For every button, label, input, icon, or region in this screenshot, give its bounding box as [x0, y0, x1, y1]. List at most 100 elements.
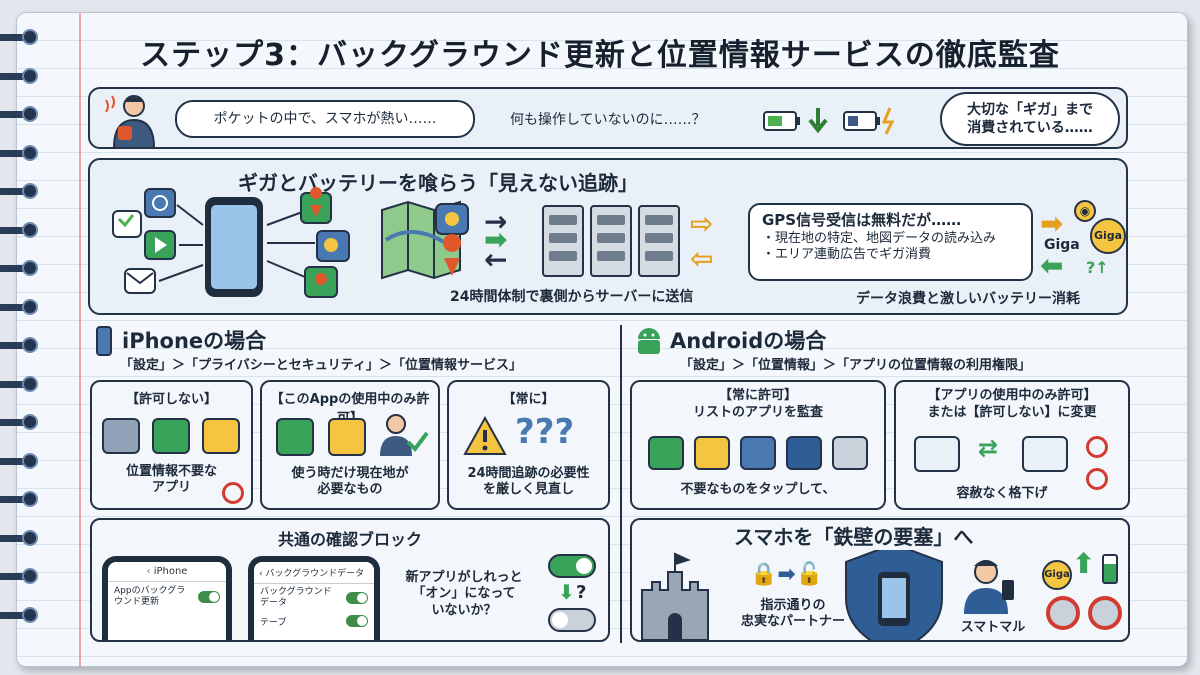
iphone-nav-title: iPhone — [153, 566, 188, 577]
card-deny-heading: 【許可しない】 — [125, 392, 217, 407]
android-mockup: ‹ バックグラウンドデータ バックグラウンド データ テーブ — [248, 556, 380, 640]
server-icon — [638, 205, 680, 277]
iphone-nav: ‹ iPhone — [108, 562, 226, 582]
receive-arrow-icon: ← — [484, 243, 508, 276]
new-app-question: 新アプリがしれっと 「オン」になって いないか？ — [405, 570, 523, 618]
giga-label: Giga — [1044, 237, 1080, 253]
question-marks-icon: ??? — [515, 412, 575, 452]
column-divider — [620, 325, 622, 643]
user-phone-icon — [964, 560, 1014, 614]
play-store-icon — [694, 436, 730, 470]
battery-drain-icons — [763, 107, 895, 135]
card-always-allow-heading: 【常に許可】 リストのアプリを監査 — [692, 388, 823, 420]
iphone-icon — [96, 326, 112, 356]
lock-arrow-icon: 🔒➡🔓 — [750, 562, 824, 587]
gps-title: GPS信号受信は無料だが…… — [762, 211, 962, 229]
gps-item: ・エリア連動広告でギガ消費 — [762, 247, 932, 263]
iphone-heading: iPhoneの場合 — [122, 329, 267, 353]
bg-refresh-toggle[interactable] — [198, 590, 220, 603]
card-always-allow-caption: 不要なものをタップして、 — [680, 482, 836, 497]
nothing-done-text: 何も操作していないのに……？ — [510, 112, 706, 128]
android-icon — [638, 328, 660, 354]
tracking-heading: ギガとバッテリーを喰らう「見えない追跡」 — [238, 171, 638, 195]
server-caption: 24時間体制で裏側からサーバーに送信 — [450, 289, 694, 305]
card-always: 【常に】 ??? 24時間追跡の必要性 を厳しく見直し — [447, 380, 610, 510]
maps-icon — [276, 418, 314, 456]
server-icon — [590, 205, 632, 277]
spiral-ring — [0, 413, 44, 431]
card-downgrade-caption: 容赦なく格下げ — [956, 486, 1048, 501]
spiral-ring — [0, 336, 44, 354]
giga-thought-bubble: 大切な「ギガ」まで 消費されている…… — [940, 92, 1120, 146]
apps-to-phone-diagram — [112, 187, 350, 298]
android-nav-title: バックグラウンドデータ — [265, 569, 365, 579]
common-check-block: 共通の確認ブロック ‹ iPhone Appのバックグラ ウンド更新 ‹ バック… — [90, 518, 610, 642]
spiral-ring — [0, 182, 44, 200]
card-deny: 【許可しない】 位置情報不要な アプリ — [90, 380, 253, 510]
prohibited-icon — [222, 482, 244, 504]
fortress-block: 🔒➡🔓 指示通りの 忠実なパートナー スマホを「鉄壁の要塞」へ スマトマル Gi… — [630, 518, 1130, 642]
card-always-allow: 【常に許可】 リストのアプリを監査 不要なものをタップして、 — [630, 380, 886, 510]
person-check-icon — [380, 414, 429, 456]
orange-arrow-left-icon: ⇦ — [690, 242, 714, 275]
app-icon — [740, 436, 776, 470]
bg-refresh-label: Appのバックグラ ウンド更新 — [114, 586, 186, 607]
bg-data-label: バックグラウンド データ — [260, 587, 332, 608]
data-row[interactable]: テーブ — [254, 612, 374, 631]
send-arrow-icon: → — [484, 205, 508, 238]
waste-caption: データ浪費と激しいバッテリー消耗 — [856, 291, 1080, 307]
person-hot-icon — [105, 95, 156, 148]
fortress-heading: スマホを「鉄壁の要塞」へ — [728, 524, 980, 550]
spiral-ring — [0, 67, 44, 85]
card-while-using: 【このAppの使用中のみ許可】 使う時だけ現在地が 必要なもの — [260, 380, 440, 510]
bg-data-row[interactable]: バックグラウンド データ — [254, 584, 374, 612]
spiral-ring — [0, 452, 44, 470]
bg-refresh-row[interactable]: Appのバックグラ ウンド更新 — [108, 582, 226, 612]
orange-arrow-icon: ➡ — [1040, 207, 1064, 240]
spiral-ring — [0, 105, 44, 123]
giga-coin-icon: Giga — [1042, 560, 1072, 590]
no-waste-icon — [1046, 596, 1080, 630]
card-downgrade: 【アプリの使用中のみ許可】 または【許可しない】に変更 ⇄ 容赦なく格下げ — [894, 380, 1130, 510]
send-arrow-green-icon: ➡ — [484, 223, 508, 256]
spiral-ring — [0, 144, 44, 162]
partner-caption: 指示通りの 忠実なパートナー — [740, 598, 845, 630]
gps-bubble: GPS信号受信は無料だが…… ・現在地の特定、地図データの読み込み ・エリア連動… — [748, 203, 1033, 281]
question-icon: ? — [576, 582, 587, 603]
margin-line — [79, 13, 81, 666]
card-always-heading: 【常に】 — [502, 392, 555, 407]
green-arrow-icon: ⬅ — [1040, 249, 1064, 282]
swap-arrows-icon: ⇄ — [978, 434, 999, 462]
toggle-on-icon — [548, 554, 596, 578]
gear-icon — [832, 436, 868, 470]
data-toggle[interactable] — [346, 615, 368, 628]
castle-icon — [641, 552, 709, 640]
spiral-ring — [0, 490, 44, 508]
up-arrow-icon: ⬆ — [1072, 547, 1096, 580]
bg-data-toggle[interactable] — [346, 591, 368, 604]
spiral-ring — [0, 298, 44, 316]
card-downgrade-heading: 【アプリの使用中のみ許可】 または【許可しない】に変更 — [927, 388, 1097, 420]
spiral-ring — [0, 221, 44, 239]
android-screen: ‹ バックグラウンドデータ バックグラウンド データ テーブ — [254, 562, 374, 640]
calculator-icon — [102, 418, 140, 454]
android-settings-path: 「設定」＞「位置情報」＞「アプリの位置情報の利用権限」 — [680, 358, 1032, 373]
card-while-using-caption: 使う時だけ現在地が 必要なもの — [291, 466, 409, 498]
server-icon — [542, 205, 584, 277]
taxi-icon — [328, 418, 366, 456]
warning-icon — [463, 416, 507, 455]
user-caption: スマトマル — [960, 620, 1026, 635]
spiral-ring — [0, 567, 44, 585]
iphone-screen: ‹ iPhone Appのバックグラ ウンド更新 — [108, 562, 226, 640]
iphone-settings-path: 「設定」＞「プライバシーとセキュリティ」＞「位置情報サービス」 — [120, 358, 522, 373]
list-cursor-icon — [1022, 436, 1068, 472]
page-title: ステップ3：バックグラウンド更新と位置情報サービスの徹底監査 — [140, 38, 1060, 73]
notes-icon — [202, 418, 240, 454]
spiral-ring — [0, 259, 44, 277]
iphone-mockup: ‹ iPhone Appのバックグラ ウンド更新 — [102, 556, 232, 640]
shield-phone-icon — [845, 542, 943, 640]
card-deny-caption: 位置情報不要な アプリ — [125, 464, 217, 496]
toggle-off-icon — [548, 608, 596, 632]
wifi-icon: ◉ — [1074, 200, 1096, 222]
down-arrow-icon: ⬇ — [558, 580, 575, 604]
